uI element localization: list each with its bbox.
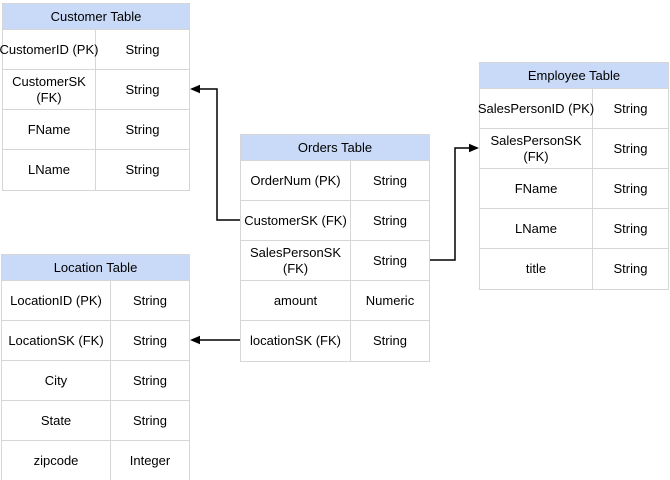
table-row: State String [2, 401, 189, 441]
table-row: SalesPersonID (PK) String [478, 89, 668, 129]
field-name-cell: LName [3, 150, 96, 190]
field-name-cell: CustomerSK (FK) [3, 70, 96, 109]
field-type-cell: String [613, 100, 648, 116]
field-type-cell: String [373, 333, 407, 348]
field-type-cell: String [125, 41, 160, 57]
field-type-cell: String [373, 212, 407, 228]
table-row: FName String [480, 169, 668, 209]
field-type-cell: String [133, 292, 167, 308]
field-name-cell: SalesPersonSK (FK) [241, 241, 351, 280]
field-type-cell: String [373, 252, 407, 268]
field-name-cell: City [2, 361, 111, 400]
table-customer-title: Customer Table [3, 4, 189, 30]
field-name-cell: CustomerSK (FK) [241, 201, 351, 240]
table-row: LName String [480, 209, 668, 249]
connector-orders-to-location [190, 335, 240, 345]
field-name-cell: OrderNum (PK) [241, 161, 351, 200]
table-row: amount Numeric [241, 281, 429, 321]
connector-orders-to-customer [190, 84, 240, 221]
table-employee-title: Employee Table [480, 63, 668, 89]
table-row: CustomerID (PK) String [0, 30, 189, 70]
table-row: LName String [3, 150, 189, 190]
field-type-cell: String [125, 81, 160, 97]
field-type-cell: String [613, 140, 648, 156]
table-row: FName String [3, 110, 189, 150]
field-type-cell: String [613, 220, 648, 236]
field-name-cell: LocationSK (FK) [2, 321, 111, 360]
table-customer: Customer Table CustomerID (PK) String Cu… [0, 3, 190, 191]
table-location: Location Table LocationID (PK) String Lo… [1, 254, 190, 480]
field-type-cell: String [125, 162, 160, 177]
field-type-cell: String [133, 412, 167, 428]
field-name-cell: CustomerID (PK) [0, 30, 98, 69]
field-name-cell: amount [241, 281, 351, 320]
field-type-cell: String [373, 172, 407, 188]
table-row: City String [2, 361, 189, 401]
table-row: locationSK (FK) String [241, 321, 429, 361]
field-name-cell: title [480, 249, 593, 289]
field-name-cell: LocationID (PK) [2, 281, 111, 320]
table-orders-title: Orders Table [241, 135, 429, 161]
field-name-cell: FName [3, 110, 96, 149]
field-name-cell: SalesPersonSK (FK) [480, 129, 593, 168]
field-type-cell: String [133, 372, 167, 388]
field-name-cell: State [2, 401, 111, 440]
field-name-cell: LName [480, 209, 593, 248]
field-type-cell: String [613, 261, 648, 276]
field-name-cell: zipcode [2, 441, 111, 480]
field-name-cell: SalesPersonID (PK) [478, 89, 594, 128]
field-type-cell: String [613, 180, 648, 196]
table-row: CustomerSK (FK) String [3, 70, 189, 110]
table-row: SalesPersonSK (FK) String [480, 129, 668, 169]
table-row: title String [480, 249, 668, 289]
connector-orders-to-employee [430, 143, 479, 261]
table-row: LocationID (PK) String [2, 281, 189, 321]
table-row: OrderNum (PK) String [241, 161, 429, 201]
table-row: SalesPersonSK (FK) String [241, 241, 429, 281]
table-employee: Employee Table SalesPersonID (PK) String… [478, 62, 669, 290]
field-type-cell: String [125, 121, 160, 137]
field-name-cell: locationSK (FK) [241, 321, 351, 361]
table-row: CustomerSK (FK) String [241, 201, 429, 241]
field-type-cell: String [133, 332, 167, 348]
field-type-cell: Integer [129, 453, 171, 468]
table-row: zipcode Integer [2, 441, 189, 480]
field-type-cell: Numeric [365, 292, 415, 308]
field-name-cell: FName [480, 169, 593, 208]
table-location-title: Location Table [2, 255, 189, 281]
table-row: LocationSK (FK) String [2, 321, 189, 361]
table-orders: Orders Table OrderNum (PK) String Custom… [240, 134, 430, 362]
